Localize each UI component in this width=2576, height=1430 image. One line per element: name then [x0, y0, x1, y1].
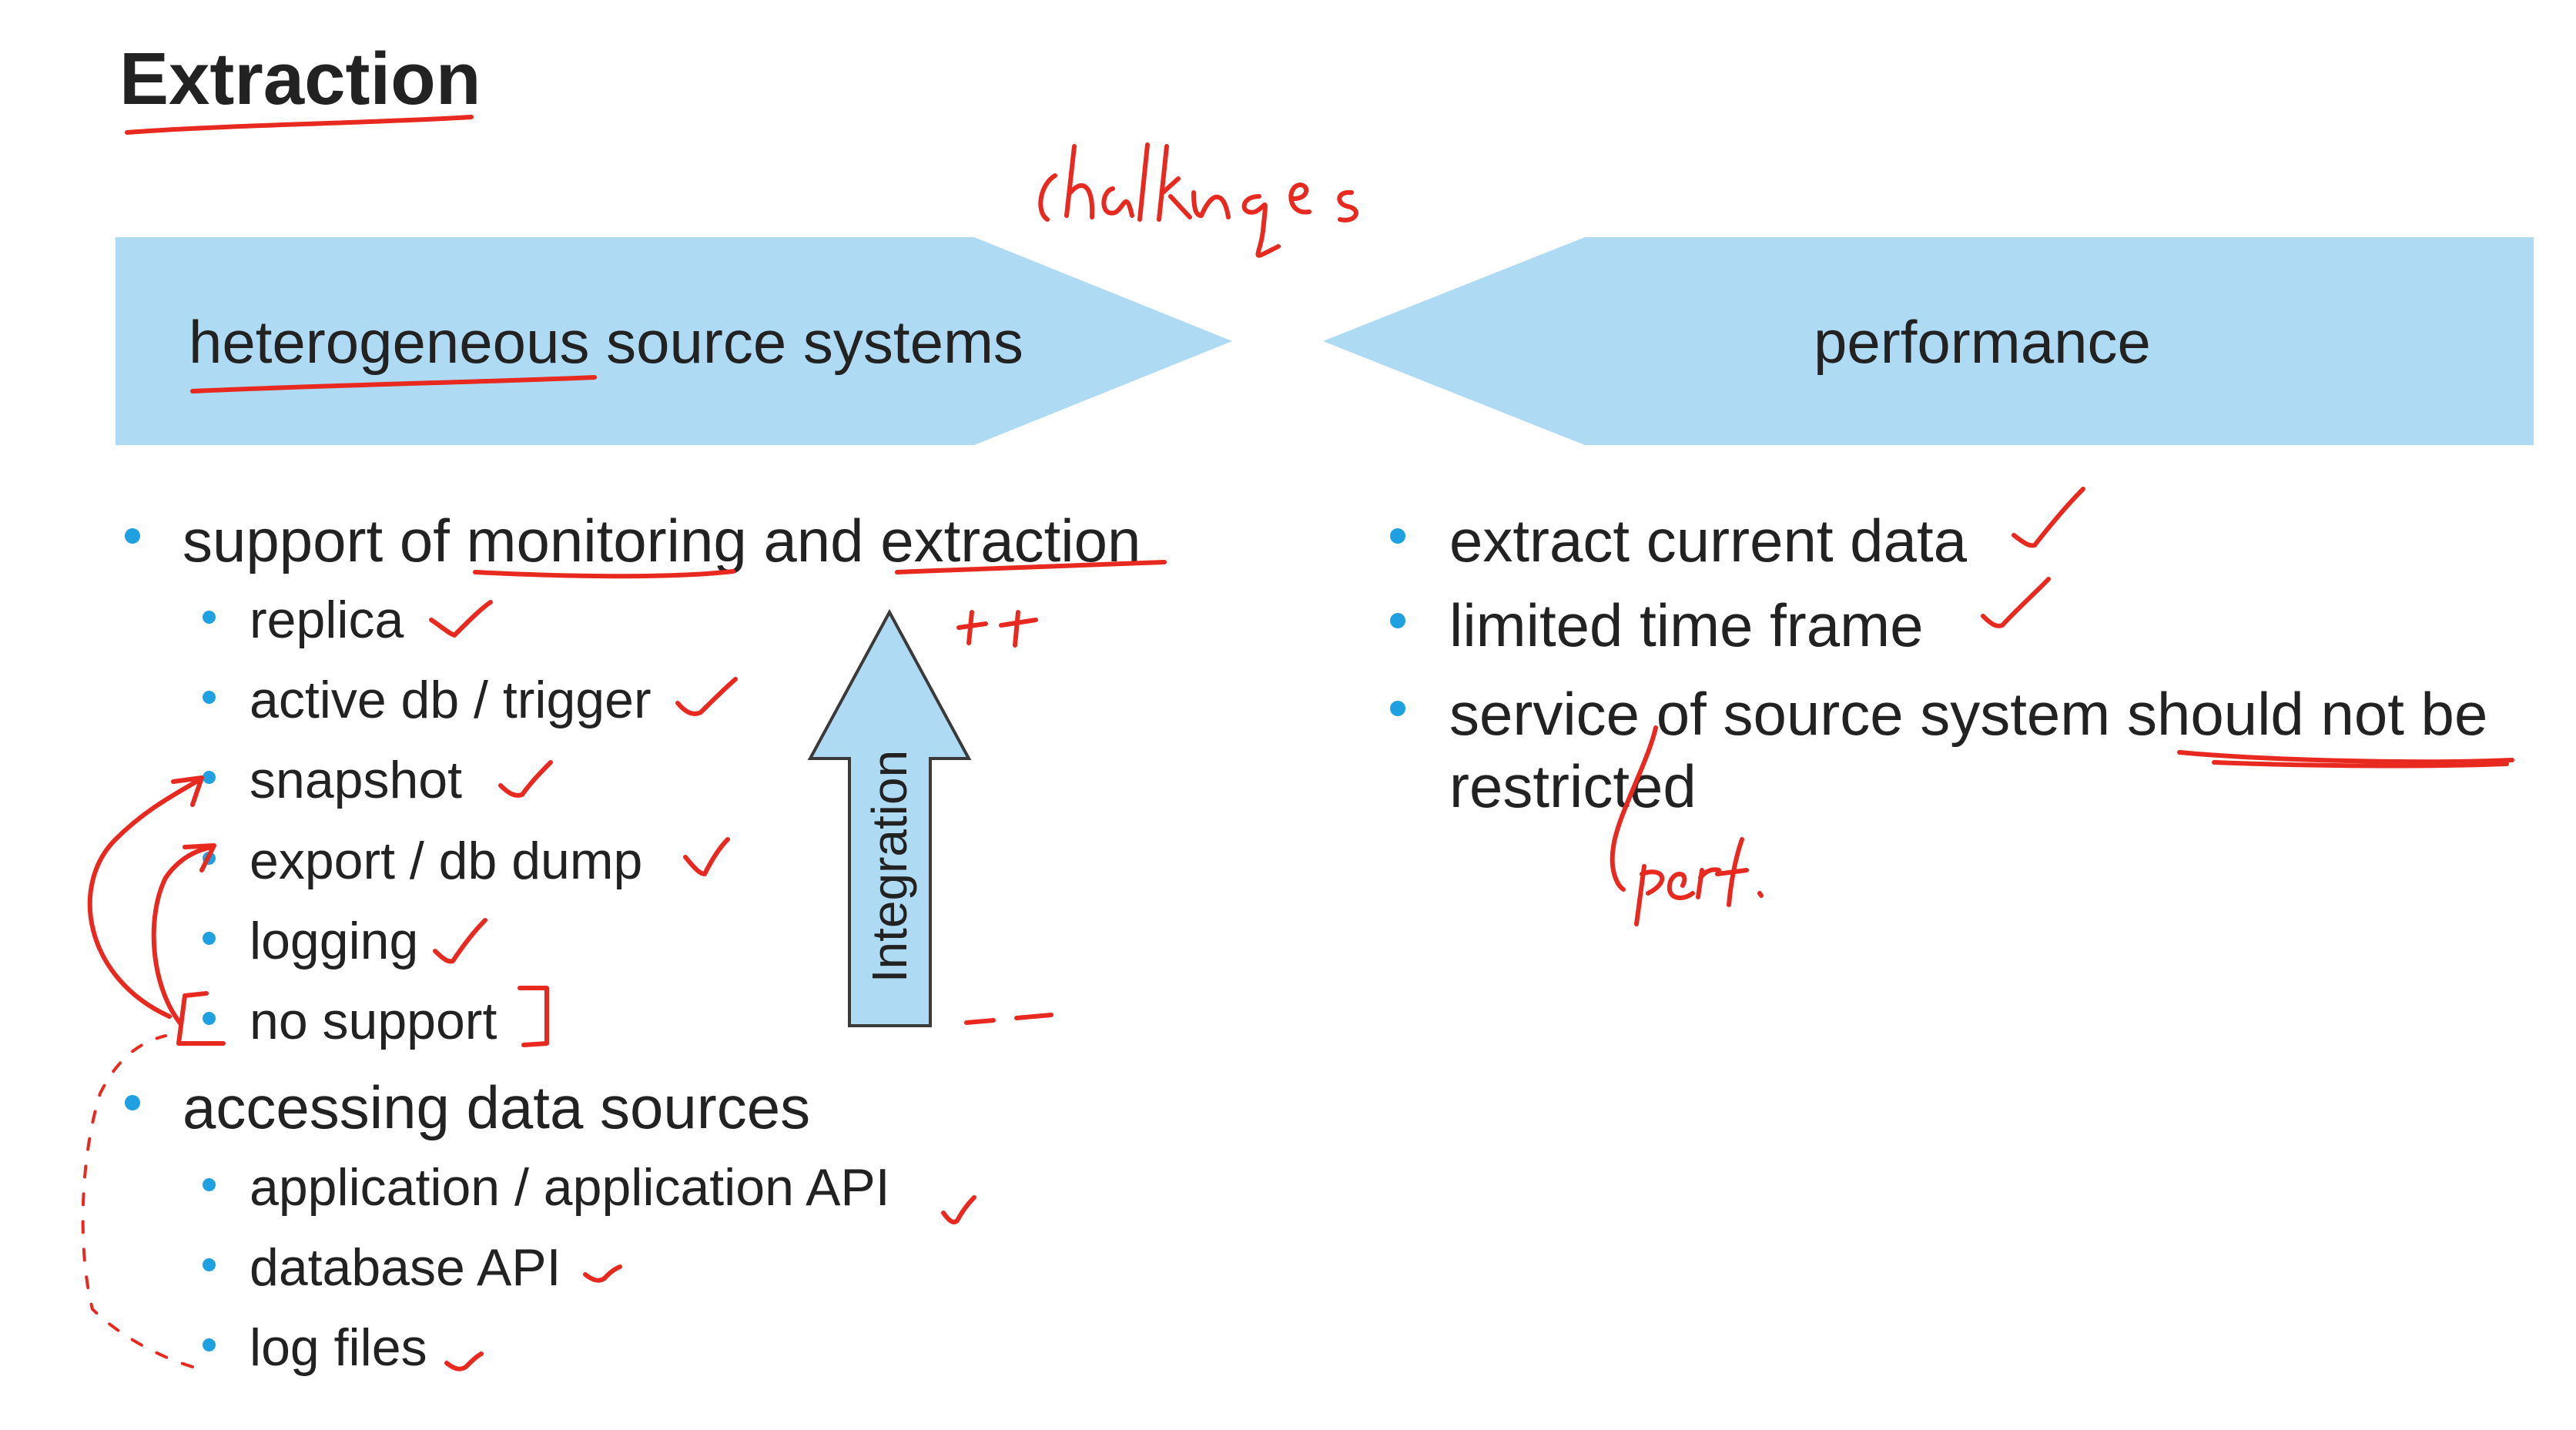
banner-right-shape	[1323, 237, 2534, 445]
checkmark-icon	[433, 918, 487, 964]
bullet-icon	[203, 1012, 216, 1025]
should-not-be-underline	[2177, 750, 2514, 765]
challenges-handwriting	[1038, 142, 1358, 258]
checkmark-icon	[941, 1195, 976, 1224]
list-item: support of monitoring and extraction	[183, 507, 1141, 574]
list-item: replica	[250, 591, 404, 649]
bracket-left	[176, 991, 226, 1046]
curved-arrow-to-snapshot	[87, 775, 204, 1019]
bullet-icon	[203, 1178, 216, 1191]
bullet-icon	[125, 1095, 140, 1110]
list-item: active db / trigger	[250, 671, 652, 729]
checkmark-icon	[683, 837, 730, 876]
pen-stroke	[1610, 725, 1658, 892]
checkmark-icon	[429, 600, 493, 638]
list-item: database API	[250, 1238, 561, 1297]
bullet-icon	[203, 1338, 216, 1351]
bracket-right	[518, 986, 549, 1047]
list-item: no support	[250, 992, 497, 1050]
bullet-icon	[1390, 701, 1405, 716]
bullet-icon	[203, 691, 216, 704]
heterogeneous-underline	[190, 375, 597, 394]
perf-handwriting	[1634, 837, 1764, 926]
bullet-icon	[203, 771, 216, 784]
list-item: accessing data sources	[183, 1073, 811, 1141]
integration-arrow	[807, 608, 972, 1027]
curved-arrow-to-export	[151, 843, 216, 1026]
checkmark-icon	[1981, 577, 2051, 628]
list-item: logging	[250, 912, 419, 970]
monitoring-underline	[473, 569, 735, 579]
title-underline	[125, 115, 474, 135]
list-item: application / application API	[250, 1158, 890, 1217]
list-item: log files	[250, 1318, 427, 1377]
extraction-underline	[895, 560, 1167, 574]
list-item-continuation: restricted	[1449, 752, 1697, 820]
checkmark-icon	[444, 1351, 484, 1371]
banner-right-label: performance	[1814, 308, 2151, 376]
minus-minus-handwriting	[964, 1013, 1054, 1025]
bullet-icon	[1390, 613, 1405, 628]
bullet-icon	[203, 611, 216, 624]
banner-left-shape	[116, 237, 1232, 445]
banner-left-label: heterogeneous source systems	[189, 308, 1023, 376]
bullet-icon	[1390, 528, 1405, 544]
checkmark-icon	[583, 1264, 622, 1283]
bullet-icon	[203, 932, 216, 945]
slide-title: Extraction	[119, 38, 481, 120]
list-item: snapshot	[250, 751, 462, 809]
checkmark-icon	[498, 760, 553, 798]
bullet-icon	[203, 1258, 216, 1271]
plus-plus-handwriting	[956, 610, 1038, 648]
dashed-curve	[81, 1034, 194, 1368]
bullet-icon	[125, 528, 140, 544]
list-item: service of source system should not be	[1449, 680, 2488, 748]
checkmark-icon	[675, 677, 738, 716]
checkmark-icon	[2012, 487, 2085, 548]
list-item: extract current data	[1449, 507, 1967, 574]
list-item: export / db dump	[250, 832, 643, 890]
list-item: limited time frame	[1449, 591, 1924, 659]
